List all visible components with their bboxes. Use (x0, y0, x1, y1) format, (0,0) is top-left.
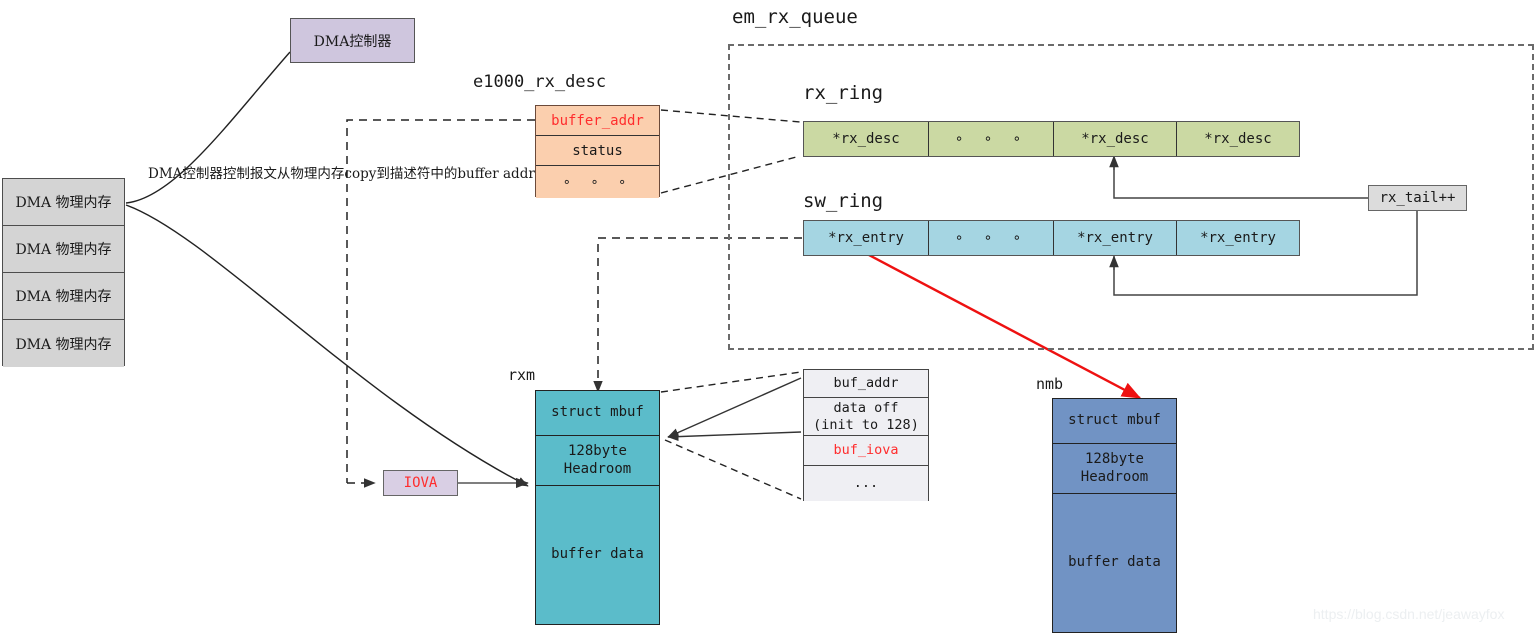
rxm-segment-buffer-data: buffer data (536, 486, 659, 624)
rxm-segment-line1: 128byte (567, 443, 627, 459)
dma-controller-box: DMA控制器 (290, 18, 415, 63)
mbuf-field-line1: buf_addr (833, 375, 899, 392)
dma-physical-memory-stack: DMA 物理内存 DMA 物理内存 DMA 物理内存 DMA 物理内存 (2, 178, 125, 367)
rxm-mbuf-box: struct mbuf 128byte Headroom buffer data (535, 390, 660, 625)
sw-ring-cell: *rx_entry (1200, 230, 1276, 246)
sw-ring-row: *rx_entry ∘ ∘ ∘ *rx_entry *rx_entry (803, 220, 1300, 256)
desc-field-ellipsis: ∘ ∘ ∘ (536, 166, 659, 198)
rxm-segment-headroom: 128byte Headroom (536, 436, 659, 486)
sw-ring-title: sw_ring (803, 190, 884, 212)
rxm-segment-line1: buffer data (551, 546, 644, 563)
rxm-segment-line2: Headroom (563, 460, 632, 477)
rxm-segment-struct-mbuf: struct mbuf (536, 391, 659, 436)
nmb-segment-buffer-data: buffer data (1053, 494, 1176, 632)
mbuf-field-buf-addr: buf_addr (804, 370, 928, 398)
rx-tail-box: rx_tail++ (1368, 185, 1467, 211)
nmb-segment-struct-mbuf: struct mbuf (1053, 399, 1176, 444)
sw-ring-cell: *rx_entry (804, 221, 929, 255)
dma-memory-cell: DMA 物理内存 (3, 320, 124, 367)
dma-memory-cell: DMA 物理内存 (3, 226, 124, 273)
em-rx-queue-container (728, 44, 1534, 350)
iova-box: IOVA (383, 470, 458, 496)
e1000-rx-desc-title: e1000_rx_desc (473, 72, 607, 92)
mbuf-field-line1: buf_iova (833, 442, 899, 459)
rx-ring-title: rx_ring (803, 82, 884, 104)
mbuf-fields-box: buf_addr data off (init to 128) buf_iova… (803, 369, 929, 501)
nmb-segment-line1: struct mbuf (1068, 412, 1161, 429)
sw-ring-cell: *rx_entry (1054, 221, 1177, 255)
nmb-title: nmb (1036, 375, 1064, 393)
e1000-rx-desc-box: buffer_addr status ∘ ∘ ∘ (535, 105, 660, 198)
dma-memory-cell: DMA 物理内存 (3, 273, 124, 320)
mbuf-field-ellipsis: ... (804, 466, 928, 501)
mbuf-field-buf-iova: buf_iova (804, 436, 928, 466)
rxm-title: rxm (508, 366, 536, 384)
em-rx-queue-title: em_rx_queue (732, 6, 858, 28)
nmb-segment-headroom: 128byte Headroom (1053, 444, 1176, 494)
nmb-segment-line2: Headroom (1080, 468, 1149, 485)
rxm-segment-line1: struct mbuf (551, 404, 644, 421)
nmb-segment-line1: 128byte (1084, 451, 1144, 467)
rx-ring-cell: *rx_desc (804, 122, 929, 156)
desc-field-status: status (536, 136, 659, 166)
sw-ring-cell-ellipsis: ∘ ∘ ∘ (929, 221, 1054, 255)
mbuf-field-line2: (init to 128) (813, 416, 919, 433)
nmb-mbuf-box: struct mbuf 128byte Headroom buffer data (1052, 398, 1177, 633)
rx-ring-cell: *rx_desc (1204, 131, 1272, 147)
nmb-segment-line1: buffer data (1068, 554, 1161, 571)
dma-memory-cell: DMA 物理内存 (3, 179, 124, 226)
desc-field-buffer-addr: buffer_addr (536, 106, 659, 136)
mbuf-field-line1: ... (853, 475, 879, 492)
dma-copy-annotation: DMA控制器控制报文从物理内存copy到描述符中的buffer addr (148, 166, 535, 182)
mbuf-field-line1: data off (833, 400, 899, 417)
rx-ring-cell-ellipsis: ∘ ∘ ∘ (929, 122, 1054, 156)
rx-ring-row: *rx_desc ∘ ∘ ∘ *rx_desc *rx_desc (803, 121, 1300, 157)
watermark: https://blog.csdn.net/jeawayfox (1313, 606, 1505, 622)
rx-ring-cell: *rx_desc (1054, 122, 1177, 156)
mbuf-field-data-off: data off (init to 128) (804, 398, 928, 436)
